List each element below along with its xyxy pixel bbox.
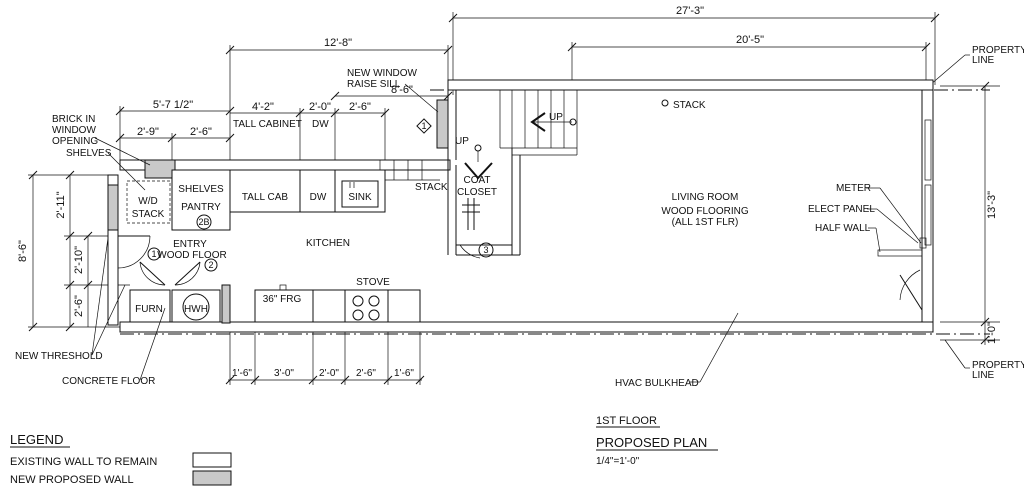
tag-1: 1 <box>151 249 156 259</box>
label-living-room: LIVING ROOM <box>672 192 739 203</box>
label-entry-1: ENTRY <box>173 239 207 250</box>
right-dimensions: 13'-3" 1'-0" <box>940 81 1000 345</box>
tag-3: 3 <box>483 245 488 255</box>
walls <box>107 79 934 333</box>
dim-right-offset: 1'-0" <box>986 322 998 344</box>
dim-sink: 2'-6" <box>349 101 371 113</box>
tag-diamond-1: 1 <box>421 121 426 131</box>
label-prop-line-top-2: LINE <box>972 55 995 66</box>
label-coat-2: CLOSET <box>457 187 497 198</box>
label-tall-cabinet: TALL CABINET <box>233 119 302 130</box>
label-sink: SINK <box>348 192 372 203</box>
label-meter: METER <box>836 183 871 194</box>
label-brick-3: OPENING <box>52 136 98 147</box>
dim-kitchen: 12'-8" <box>324 37 352 49</box>
kitchen-top-cabinets <box>126 169 386 231</box>
legend-new: NEW PROPOSED WALL <box>10 474 134 486</box>
label-elect-panel: ELECT PANEL <box>808 204 875 215</box>
label-furn: FURN <box>135 304 163 315</box>
label-hvac: HVAC BULKHEAD <box>615 378 699 389</box>
label-entry-2: WOOD FLOOR <box>157 250 226 261</box>
tags: 1 2 2B 3 1 <box>147 118 494 272</box>
label-stack-kitchen: STACK <box>415 182 448 193</box>
label-flooring-2: (ALL 1ST FLR) <box>672 217 739 228</box>
label-tall-cab: TALL CAB <box>242 192 288 203</box>
bottom-dimensions: 1'-6" 3'-0" 2'-0" 2'-6" 1'-6" <box>225 325 425 385</box>
dim-tallcab: 4'-2" <box>252 101 274 113</box>
label-stove: STOVE <box>356 277 390 288</box>
dim-left-bottom: 2'-6" <box>73 295 85 317</box>
kitchen-bottom-cabinets <box>129 284 421 323</box>
label-dw: DW <box>310 192 327 203</box>
label-shelves-note: SHELVES <box>66 148 112 159</box>
label-new-window-2: RAISE SILL <box>347 79 401 90</box>
label-up-main: UP <box>455 136 469 147</box>
label-flooring-1: WOOD FLOORING <box>661 206 748 217</box>
label-prop-line-top-1: PROPERTY <box>972 45 1024 56</box>
label-brick-2: WINDOW <box>52 125 96 136</box>
dim-overall: 27'-3" <box>676 5 704 17</box>
dim-window: 8'-6" <box>391 84 413 96</box>
new-walls <box>107 99 449 324</box>
label-prop-line-bot-2: LINE <box>972 370 995 381</box>
legend-existing: EXISTING WALL TO REMAIN <box>10 456 157 468</box>
dim-bottom-3: 2'-0" <box>319 368 339 379</box>
dim-left-top: 2'-11" <box>55 191 67 218</box>
legend-title: LEGEND <box>10 432 63 447</box>
label-frig: 36" FRG <box>263 294 302 305</box>
label-brick-1: BRICK IN <box>52 114 95 125</box>
tag-2: 2 <box>208 260 213 270</box>
label-new-threshold: NEW THRESHOLD <box>15 351 103 362</box>
dim-dw: 2'-0" <box>309 101 331 113</box>
label-stack-top: STACK <box>673 100 706 111</box>
labels: BRICK IN WINDOW OPENING SHELVES NEW WIND… <box>15 45 1024 389</box>
dim-bottom-4: 2'-6" <box>356 368 376 379</box>
label-wd-1: W/D <box>138 196 157 207</box>
label-hwh: HWH <box>184 304 208 315</box>
label-wd-2: STACK <box>132 209 165 220</box>
dim-shelves: 2'-9" <box>137 126 159 138</box>
label-concrete-floor: CONCRETE FLOOR <box>62 376 155 387</box>
label-dw-top: DW <box>312 119 329 130</box>
dim-entry: 5'-7 1/2" <box>153 99 193 111</box>
tag-2b: 2B <box>198 217 209 227</box>
label-up-stair: UP <box>549 112 563 123</box>
label-half-wall: HALF WALL <box>815 223 871 234</box>
left-dimensions: 8'-6" 2'-11" 2'-10" 2'-6" <box>17 170 130 332</box>
legend: LEGEND EXISTING WALL TO REMAIN NEW PROPO… <box>10 432 232 486</box>
title-scale: 1/4"=1'-0" <box>596 456 640 467</box>
dim-right-depth: 13'-3" <box>986 191 998 219</box>
label-prop-line-bot-1: PROPERTY <box>972 360 1024 371</box>
dim-bottom-2: 3'-0" <box>274 368 294 379</box>
top-dimensions: 27'-3" 20'-5" 12'-8" 8'-6" 5'-7 1/2" 4'-… <box>115 5 940 165</box>
title-floor: 1ST FLOOR <box>596 415 657 427</box>
dim-pantry: 2'-6" <box>190 126 212 138</box>
dim-living: 20'-5" <box>736 34 764 46</box>
dim-bottom-5: 1'-6" <box>394 368 414 379</box>
label-pantry: PANTRY <box>181 202 221 213</box>
title-plan: PROPOSED PLAN <box>596 435 707 450</box>
dim-bottom-1: 1'-6" <box>232 368 252 379</box>
label-kitchen: KITCHEN <box>306 238 350 249</box>
label-coat-1: COAT <box>463 175 490 186</box>
label-new-window-1: NEW WINDOW <box>347 68 418 79</box>
title-block: 1ST FLOOR PROPOSED PLAN 1/4"=1'-0" <box>596 415 718 467</box>
dim-left-mid: 2'-10" <box>73 246 85 274</box>
label-shelves: SHELVES <box>178 184 224 195</box>
doors <box>117 235 923 311</box>
dim-left-total: 8'-6" <box>17 240 29 262</box>
